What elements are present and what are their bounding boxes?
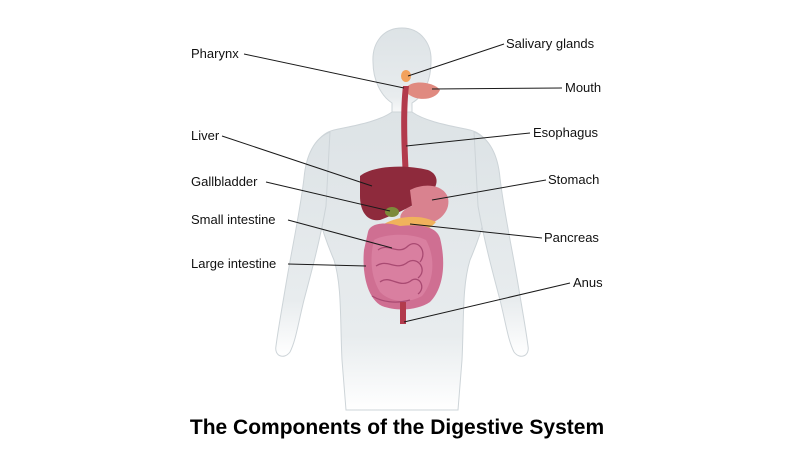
- label-pancreas: Pancreas: [544, 230, 599, 245]
- label-large-intestine: Large intestine: [191, 256, 276, 271]
- esophagus-tube: [401, 86, 410, 192]
- rectum: [400, 302, 406, 324]
- digestive-organs: [360, 70, 449, 324]
- stomach-organ: [400, 185, 449, 226]
- leader-anus: [403, 282, 571, 323]
- label-pharynx: Pharynx: [191, 46, 239, 61]
- label-esophagus: Esophagus: [533, 125, 599, 140]
- label-stomach: Stomach: [548, 172, 599, 187]
- label-small-intestine: Small intestine: [191, 212, 276, 227]
- leader-lines: [221, 43, 571, 323]
- leader-gallbladder: [265, 181, 391, 212]
- leader-esophagus: [405, 132, 531, 147]
- leader-liver: [221, 135, 373, 187]
- leader-mouth: [431, 87, 563, 90]
- labels: Pharynx Salivary glands Mouth Liver Esop…: [191, 36, 603, 290]
- label-salivary-glands: Salivary glands: [506, 36, 595, 51]
- label-gallbladder: Gallbladder: [191, 174, 258, 189]
- leader-pharynx: [243, 53, 405, 89]
- mouth-cavity: [408, 82, 440, 99]
- leader-small-intestine: [287, 219, 393, 249]
- label-liver: Liver: [191, 128, 220, 143]
- label-anus: Anus: [573, 275, 603, 290]
- leader-pancreas: [409, 223, 543, 239]
- left-arm: [275, 131, 331, 357]
- leader-stomach: [431, 179, 547, 201]
- label-mouth: Mouth: [565, 80, 601, 95]
- intestine-folds: [371, 243, 424, 303]
- leader-large-intestine: [287, 263, 367, 267]
- liver-organ: [360, 166, 437, 221]
- diagram-title: The Components of the Digestive System: [190, 416, 604, 439]
- gallbladder-organ: [385, 207, 399, 217]
- salivary-gland: [401, 70, 411, 82]
- small-intestine-organ: [371, 234, 433, 301]
- leader-salivary-glands: [407, 43, 505, 77]
- right-arm: [473, 131, 529, 357]
